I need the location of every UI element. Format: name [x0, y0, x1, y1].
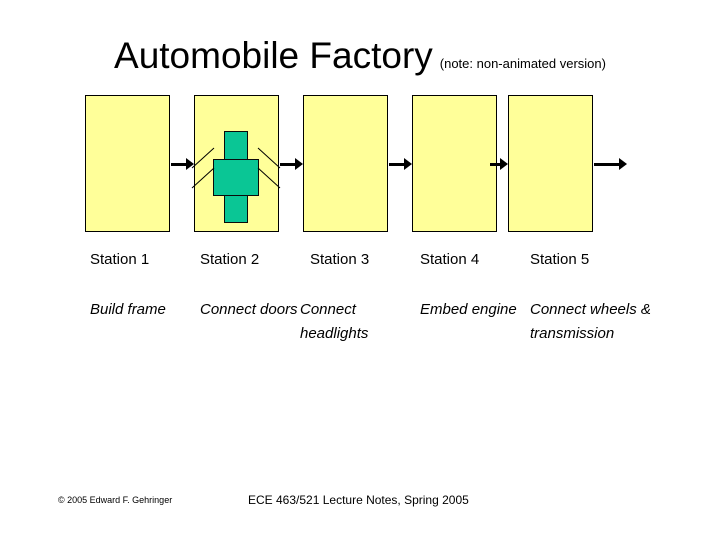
- assembly-line-diagram: [0, 0, 720, 260]
- station-label-4: Station 4: [420, 251, 480, 268]
- flow-arrow-2: [280, 157, 304, 173]
- footer-course-info: ECE 463/521 Lecture Notes, Spring 2005: [248, 493, 469, 507]
- cross-center-fill: [225, 160, 247, 195]
- title-main-text: Automobile Factory: [114, 35, 433, 76]
- station-label-3: Station 3: [310, 251, 370, 268]
- station-description-3: Connect headlights: [300, 301, 369, 342]
- motion-line-left-lower: [191, 167, 215, 189]
- station-label-5: Station 5: [530, 251, 590, 268]
- arrow-head: [500, 158, 508, 170]
- station-label-2: Station 2: [200, 251, 260, 268]
- motion-line-right-lower: [257, 167, 281, 189]
- station-description-2: Connect doors: [200, 301, 298, 318]
- station-description-1: Build frame: [90, 301, 166, 318]
- arrow-head: [404, 158, 412, 170]
- flow-arrow-1: [171, 157, 195, 173]
- arrow-head: [295, 158, 303, 170]
- station-box-5[interactable]: [508, 95, 593, 232]
- arrow-head: [619, 158, 627, 170]
- arrow-shaft: [171, 163, 187, 166]
- motion-line-right-upper: [257, 147, 281, 169]
- car-part-cross-icon: [213, 131, 259, 223]
- footer-copyright: © 2005 Edward F. Gehringer: [58, 495, 173, 505]
- station-label-1: Station 1: [90, 251, 150, 268]
- arrow-shaft: [490, 163, 501, 166]
- station-box-4[interactable]: [412, 95, 497, 232]
- station-box-3[interactable]: [303, 95, 388, 232]
- station-description-5: Connect wheels & transmission: [530, 301, 651, 342]
- arrow-shaft: [280, 163, 296, 166]
- title-note-text: (note: non-animated version): [439, 56, 606, 71]
- arrow-shaft: [389, 163, 405, 166]
- flow-arrow-3: [389, 157, 413, 173]
- motion-line-left-upper: [191, 147, 215, 169]
- station-description-4: Embed engine: [420, 301, 517, 318]
- arrow-shaft: [594, 163, 620, 166]
- flow-arrow-5: [594, 157, 628, 173]
- page-title: Automobile Factory (note: non-animated ve…: [0, 36, 720, 84]
- arrow-head: [186, 158, 194, 170]
- flow-arrow-4: [490, 157, 509, 173]
- station-box-1[interactable]: [85, 95, 170, 232]
